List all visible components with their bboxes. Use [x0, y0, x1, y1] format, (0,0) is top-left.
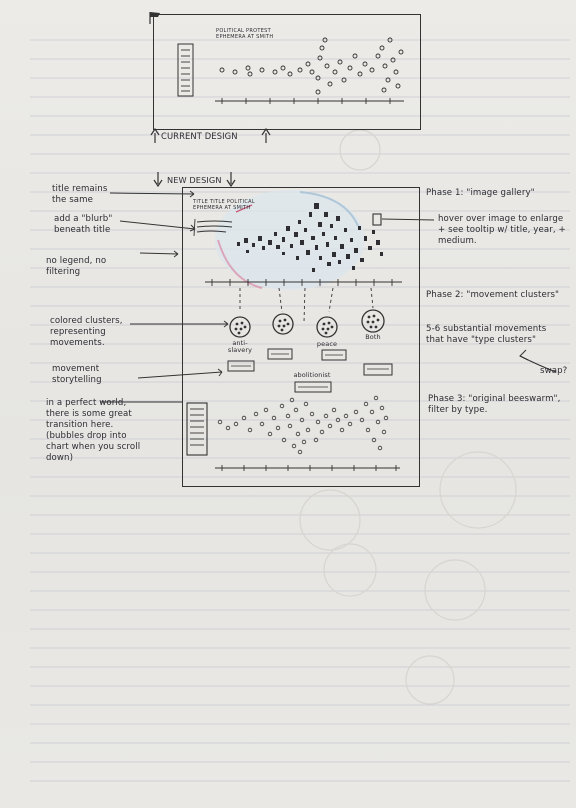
- current-design-frame: [153, 14, 421, 130]
- phase1-title: Phase 1: "image gallery": [426, 188, 535, 198]
- cluster-label-peace: peace: [316, 340, 338, 348]
- cluster-label-abolitionist: abolitionist: [293, 371, 331, 379]
- current-chart-title: POLITICAL PROTEST EPHEMERA AT SMITH: [216, 28, 274, 40]
- note-colored-clusters: colored clusters, representing movements…: [50, 316, 123, 348]
- current-design-label: CURRENT DESIGN: [161, 131, 238, 141]
- swap-note: swap?: [540, 366, 568, 376]
- new-design-frame: [182, 187, 420, 487]
- note-add-blurb: add a "blurb" beneath title: [54, 214, 113, 235]
- phase2-title: Phase 2: "movement clusters": [426, 290, 560, 300]
- cluster-label-both: Both: [365, 333, 381, 341]
- note-movement-storytelling: movement storytelling: [52, 364, 102, 385]
- note-title-remains: title remains the same: [52, 184, 108, 205]
- new-design-label: NEW DESIGN: [167, 175, 222, 185]
- cluster-label-anti-slavery: anti-slavery: [227, 339, 253, 354]
- phase1-text: hover over image to enlarge + see toolti…: [438, 214, 566, 246]
- phase3-title: Phase 3: "original beeswarm", filter by …: [428, 394, 561, 415]
- phase2-text: 5-6 substantial movements that have "typ…: [426, 324, 547, 345]
- note-perfect-world: in a perfect world, there is some great …: [46, 398, 141, 463]
- new-chart-title: TITLE TITLE POLITICAL EPHEMERA AT SMITH: [193, 199, 255, 211]
- note-no-legend: no legend, no filtering: [46, 256, 107, 277]
